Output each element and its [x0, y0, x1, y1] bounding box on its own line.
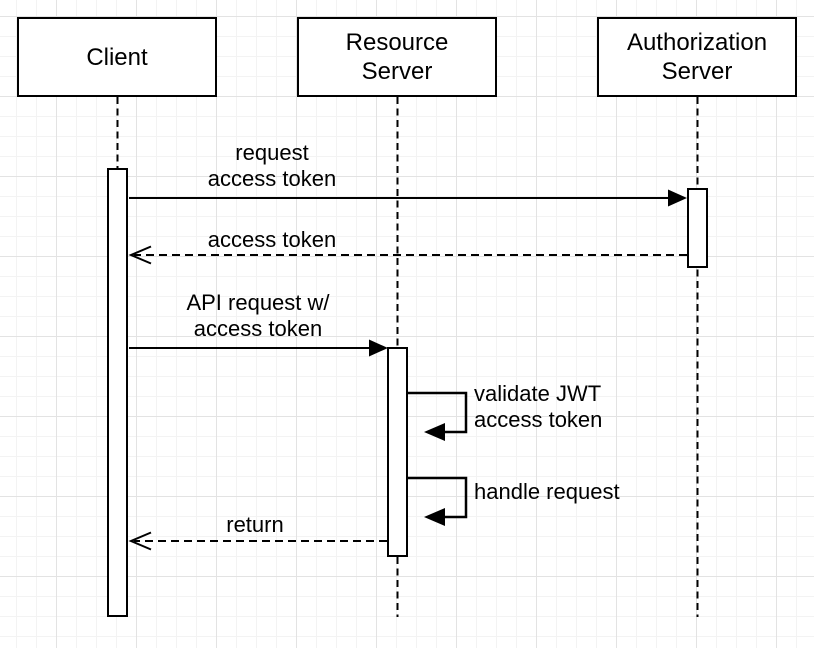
actor-label-authorization-server: Authorization Server: [626, 29, 768, 85]
actor-box-resource-server: Resource Server: [297, 17, 497, 97]
message-label-handle-request: handle request: [474, 479, 620, 504]
actor-label-resource-server: Resource Server: [345, 29, 449, 85]
message-label-validate-jwt: validate JWT access token: [474, 381, 603, 432]
message-label-return: return: [226, 512, 284, 537]
arrow-self-validate-jwt: [408, 391, 468, 441]
arrow-api-request: [129, 339, 388, 357]
arrow-self-handle-request: [408, 476, 468, 526]
actor-label-client: Client: [86, 43, 148, 71]
actor-box-authorization-server: Authorization Server: [597, 17, 797, 97]
activation-bar-resource-server: [387, 347, 408, 557]
message-label-access-token: access token: [207, 227, 337, 252]
activation-bar-client: [107, 168, 128, 617]
actor-box-client: Client: [17, 17, 217, 97]
message-label-api-request: API request w/ access token: [186, 290, 330, 341]
arrow-request-access-token: [129, 189, 687, 207]
message-label-request-access-token: request access token: [207, 140, 337, 191]
activation-bar-authorization-server: [687, 188, 708, 268]
